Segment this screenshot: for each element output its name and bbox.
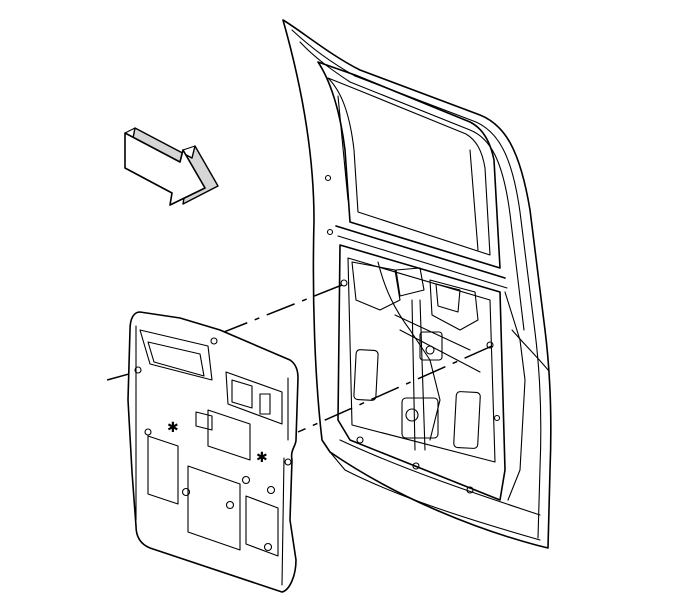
rear-door-frame: [282, 19, 552, 549]
direction-arrow-icon: [124, 127, 219, 206]
svg-text:✱: ✱: [167, 420, 179, 436]
svg-text:✱: ✱: [256, 450, 268, 466]
door-trim-panel: ✱ ✱: [127, 311, 299, 593]
window-regulator: [377, 261, 481, 451]
